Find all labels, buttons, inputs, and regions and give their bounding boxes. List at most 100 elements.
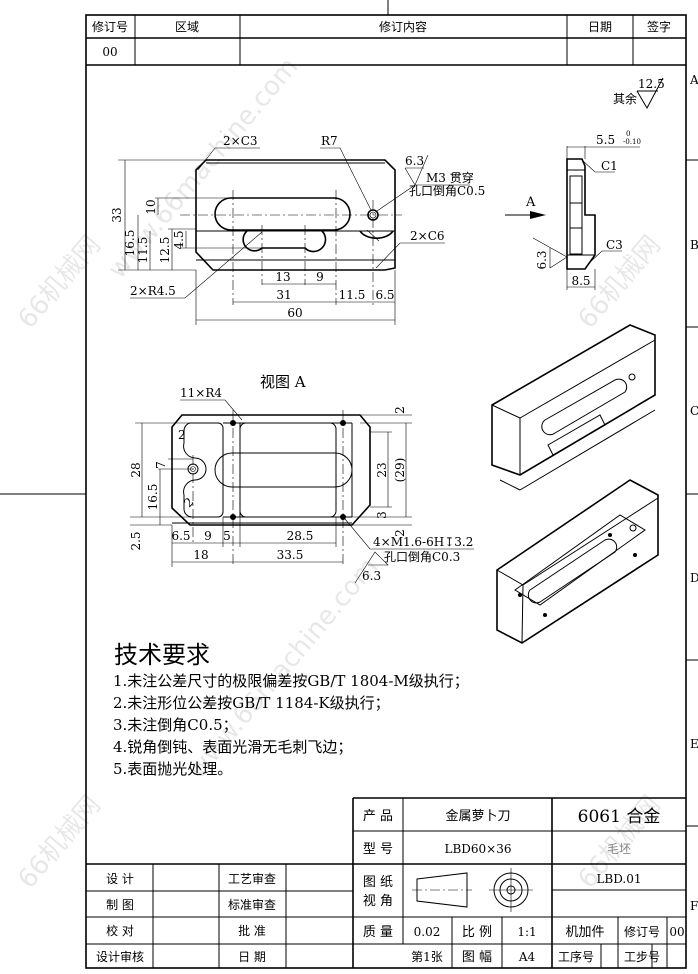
rev-header: 区域 <box>175 20 199 34</box>
revision-table: 修订号 区域 修订内容 日期 签字 00 <box>86 15 686 66</box>
svg-text:8.5: 8.5 <box>571 274 590 288</box>
svg-text:2: 2 <box>393 529 407 537</box>
isometric-view-bottom <box>496 479 659 644</box>
svg-text:6061 合金: 6061 合金 <box>578 807 661 827</box>
watermark: www.66machine.com www.66machine.com 66机械… <box>12 52 666 894</box>
svg-text:6.3: 6.3 <box>362 569 381 583</box>
svg-text:2×C3: 2×C3 <box>223 134 258 148</box>
view-a: 视图 A 28 16.5 7 2.5 2 2 <box>129 373 474 584</box>
svg-text:A4: A4 <box>518 950 536 964</box>
svg-text:0.02: 0.02 <box>414 925 441 939</box>
svg-text:66机械网: 66机械网 <box>12 790 106 894</box>
rev-header: 修订内容 <box>379 19 427 34</box>
svg-text:图 幅: 图 幅 <box>462 950 492 965</box>
zone-label: B <box>690 238 698 252</box>
svg-text:3: 3 <box>375 511 389 519</box>
svg-text:0: 0 <box>626 130 630 138</box>
svg-text:产 品: 产 品 <box>363 809 393 824</box>
zone-label: D <box>690 571 698 585</box>
zone-label: E <box>690 737 698 751</box>
svg-text:2×C6: 2×C6 <box>410 229 445 243</box>
svg-text:13: 13 <box>275 270 290 284</box>
svg-text:比 例: 比 例 <box>462 925 492 940</box>
title-block: 产 品 金属萝卜刀 6061 合金 型 号 LBD60×36 毛坯 图 纸 视 … <box>86 797 686 968</box>
svg-text:6.3: 6.3 <box>405 154 424 168</box>
rev-header: 日期 <box>588 20 612 34</box>
svg-text:6.5: 6.5 <box>171 529 190 543</box>
front-view: 13 9 31 11.5 6.5 60 33 16.5 11.5 10 12.5… <box>110 134 485 325</box>
svg-text:66机械网: 66机械网 <box>12 230 106 334</box>
svg-text:2: 2 <box>393 406 407 414</box>
tech-req-item: 3.未注倒角C0.5； <box>113 716 238 734</box>
svg-text:9: 9 <box>204 529 212 543</box>
svg-text:第1张: 第1张 <box>411 950 443 964</box>
tech-req-item: 1.未注公差尺寸的极限偏差按GB/T 1804-M级执行； <box>113 672 469 690</box>
svg-text:16.5: 16.5 <box>123 230 137 257</box>
svg-text:C1: C1 <box>601 159 618 173</box>
svg-text:校 对: 校 对 <box>106 923 134 938</box>
svg-text:9: 9 <box>316 270 324 284</box>
svg-text:视 角: 视 角 <box>363 894 393 909</box>
svg-text:日 期: 日 期 <box>238 950 266 964</box>
svg-text:视图 A: 视图 A <box>260 373 306 391</box>
svg-text:设 计: 设 计 <box>106 872 134 886</box>
svg-text:11.5: 11.5 <box>136 237 150 264</box>
svg-text:LBD.01: LBD.01 <box>596 872 641 886</box>
svg-text:5.5: 5.5 <box>596 133 615 147</box>
view-arrow-a: A <box>505 195 546 219</box>
svg-text:18: 18 <box>193 548 208 562</box>
svg-text:10: 10 <box>144 199 158 214</box>
svg-text:C3: C3 <box>606 238 623 252</box>
svg-text:-0.10: -0.10 <box>623 138 641 146</box>
svg-text:图 纸: 图 纸 <box>363 875 393 890</box>
svg-text:11.5: 11.5 <box>339 288 366 302</box>
svg-text:23: 23 <box>375 462 389 477</box>
svg-text:31: 31 <box>276 288 291 302</box>
svg-text:金属萝卜刀: 金属萝卜刀 <box>445 808 510 824</box>
svg-text:00: 00 <box>669 925 684 939</box>
svg-text:5: 5 <box>223 529 231 543</box>
svg-text:28: 28 <box>129 462 143 477</box>
svg-text:60: 60 <box>287 306 302 320</box>
svg-text:6.5: 6.5 <box>375 288 394 302</box>
svg-text:孔口倒角C0.3: 孔口倒角C0.3 <box>384 550 460 564</box>
svg-text:2×R4.5: 2×R4.5 <box>130 284 176 298</box>
svg-text:28.5: 28.5 <box>287 529 314 543</box>
svg-text:M3 贯穿: M3 贯穿 <box>426 170 474 185</box>
svg-text:6.3: 6.3 <box>535 250 549 269</box>
svg-text:工步号: 工步号 <box>624 950 660 964</box>
svg-text:7: 7 <box>154 461 168 469</box>
tech-req-item: 5.表面抛光处理。 <box>113 760 232 778</box>
svg-text:工艺审查: 工艺审查 <box>228 871 276 886</box>
svg-text:R7: R7 <box>321 134 338 148</box>
svg-text:16.5: 16.5 <box>146 484 160 511</box>
side-view: 5.5 0 -0.10 C1 C3 8.5 6.3 A <box>505 130 641 290</box>
svg-text:工序号: 工序号 <box>558 949 594 964</box>
svg-text:标准审查: 标准审查 <box>228 897 276 912</box>
svg-text:孔口倒角C0.5: 孔口倒角C0.5 <box>409 184 485 198</box>
isometric-view-top <box>491 324 656 491</box>
svg-text:设计审核: 设计审核 <box>96 949 144 964</box>
svg-text:修订号: 修订号 <box>624 924 660 939</box>
svg-text:2: 2 <box>178 428 186 442</box>
svg-text:4×M1.6-6H↧3.2: 4×M1.6-6H↧3.2 <box>373 535 473 549</box>
svg-text:质 量: 质 量 <box>363 925 393 940</box>
tech-req-item: 2.未注形位公差按GB/T 1184-K级执行； <box>113 694 390 712</box>
zone-label: A <box>689 73 698 87</box>
rev-cell: 00 <box>102 45 117 59</box>
tech-requirements: 技术要求 1.未注公差尺寸的极限偏差按GB/T 1804-M级执行； 2.未注形… <box>113 641 469 778</box>
svg-text:A: A <box>525 195 536 210</box>
svg-text:型 号: 型 号 <box>363 842 393 857</box>
surface-finish-default: 12.5 其余 <box>613 77 665 110</box>
svg-text:毛坯: 毛坯 <box>607 842 631 856</box>
rev-header: 签字 <box>647 19 671 34</box>
svg-text:(29): (29) <box>393 458 407 483</box>
svg-text:2.5: 2.5 <box>129 531 143 550</box>
svg-text:11×R4: 11×R4 <box>180 386 222 400</box>
svg-text:机加件: 机加件 <box>565 925 604 940</box>
svg-text:33.5: 33.5 <box>277 548 304 562</box>
svg-text:4.5: 4.5 <box>172 230 186 249</box>
svg-text:LBD60×36: LBD60×36 <box>444 842 511 856</box>
